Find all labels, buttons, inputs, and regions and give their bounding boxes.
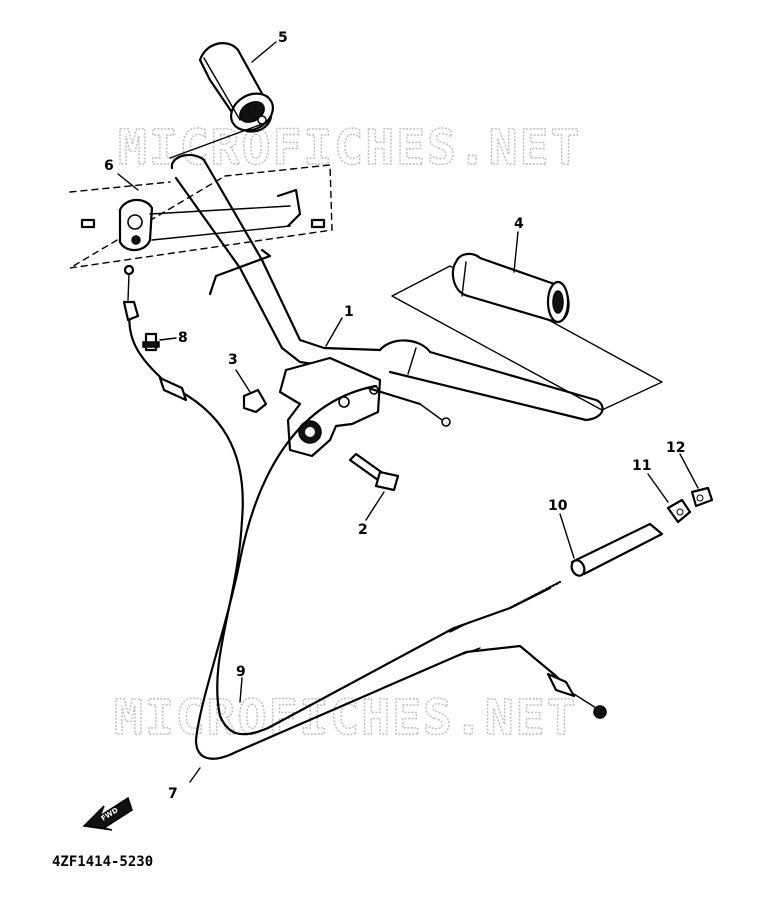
callout-10-leader — [559, 513, 575, 559]
grip-part-4[interactable] — [391, 252, 663, 411]
callout-3-leader — [235, 369, 251, 393]
cable-end-part-11[interactable] — [666, 498, 692, 524]
switch-assembly-box-part-6 — [69, 164, 333, 269]
front-arrow-icon: FWD — [82, 796, 133, 831]
throttle-cable-part-7[interactable] — [194, 384, 607, 760]
watermark-bottom: MICROFICHES.NET — [114, 690, 577, 746]
bolt-part-2[interactable] — [348, 452, 400, 492]
callout-2[interactable]: 2 — [358, 522, 368, 538]
watermark-top: MICROFICHES.NET — [118, 120, 581, 176]
callout-8[interactable]: 8 — [178, 330, 188, 346]
callout-5-leader — [251, 41, 277, 63]
callout-7-leader — [189, 767, 201, 783]
callout-12[interactable]: 12 — [666, 440, 685, 456]
callout-1[interactable]: 1 — [344, 304, 354, 320]
callout-5[interactable]: 5 — [278, 30, 288, 46]
callout-1-leader — [325, 317, 343, 347]
nut-part-3[interactable] — [242, 388, 268, 414]
callout-11[interactable]: 11 — [632, 458, 651, 474]
callout-8-leader — [159, 337, 177, 341]
callout-12-leader — [679, 453, 699, 489]
throttle-grip-part-5[interactable] — [198, 42, 280, 138]
grip-5-leader — [169, 122, 266, 159]
throttle-pipe-part-10[interactable] — [569, 522, 664, 578]
callout-11-leader — [647, 473, 669, 503]
cable-part-9[interactable] — [122, 264, 562, 736]
callout-2-leader — [365, 491, 385, 521]
callout-9[interactable]: 9 — [236, 664, 246, 680]
collar-part-12[interactable] — [690, 486, 714, 508]
callout-10[interactable]: 10 — [548, 498, 568, 514]
handlebar-holder[interactable] — [278, 356, 451, 458]
switch-housing[interactable] — [80, 188, 326, 252]
callout-6[interactable]: 6 — [104, 158, 114, 174]
callout-4[interactable]: 4 — [514, 216, 524, 232]
screw-part-8[interactable] — [142, 332, 160, 352]
callout-9-leader — [239, 677, 243, 703]
callout-3[interactable]: 3 — [228, 352, 238, 368]
diagram-part-number: 4ZF1414-5230 — [52, 854, 153, 870]
callout-4-leader — [513, 231, 519, 273]
callout-6-leader — [117, 173, 139, 191]
handlebar-part-1[interactable] — [170, 153, 604, 422]
callout-7[interactable]: 7 — [168, 786, 178, 802]
